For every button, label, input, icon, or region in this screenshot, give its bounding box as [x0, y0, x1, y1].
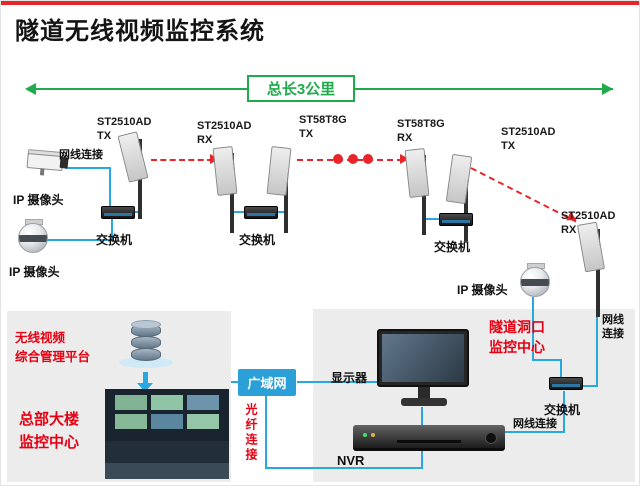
room-screen: [151, 414, 183, 429]
dome-camera-icon: [519, 263, 551, 299]
wireless-bridge-icon: [404, 148, 441, 245]
monitor-icon: [377, 329, 469, 407]
bridge-label: ST2510AD TX: [97, 115, 151, 144]
net-cable-label: 网线连接: [513, 418, 557, 430]
total-length-badge: 总长3公里: [247, 75, 355, 102]
net-cable-label: 网线连接: [59, 149, 103, 161]
wireless-link-arrow-icon: [400, 154, 409, 164]
bridge-label: ST2510AD RX: [561, 209, 615, 238]
wan-box: 广域网: [238, 369, 296, 396]
bridge-label: ST58T8G RX: [397, 117, 445, 146]
wireless-bridge-icon: [576, 221, 615, 319]
cable-line: [421, 407, 423, 425]
bridge-role: TX: [299, 128, 314, 141]
wireless-bridge-icon: [266, 146, 303, 243]
bridge-role: RX: [561, 224, 577, 237]
bridge-model: ST2510AD: [501, 126, 556, 138]
switch-icon: [549, 377, 583, 390]
cable-line: [505, 431, 565, 433]
ip-camera-label: IP 摄像头: [9, 265, 60, 279]
wireless-bridge-icon: [117, 131, 157, 229]
bridge-label: ST58T8G TX: [299, 113, 347, 142]
bridge-role: RX: [397, 132, 413, 145]
bridge-model: ST2510AD: [197, 120, 252, 132]
platform-label: 无线视频 综合管理平台: [15, 331, 91, 365]
wireless-bridge-icon: [212, 146, 249, 243]
down-arrow-icon: [143, 372, 148, 383]
link-continuation-dot: [363, 154, 373, 164]
monitor-label: 显示器: [331, 371, 368, 385]
cable-line: [111, 219, 113, 241]
cable-line: [583, 385, 598, 387]
bridge-role: TX: [97, 130, 112, 143]
hq-center-label: 总部大楼 监控中心: [19, 411, 80, 451]
fiber-line: [421, 451, 423, 469]
cable-line: [47, 239, 113, 241]
cable-line: [109, 167, 111, 208]
cable-line: [231, 381, 239, 383]
bridge-model: ST58T8G: [397, 118, 445, 130]
link-continuation-dot: [348, 154, 358, 164]
bridge-label: ST2510AD RX: [197, 119, 251, 148]
hq-control-room-photo: [105, 389, 229, 479]
switch-icon: [439, 213, 473, 226]
switch-icon: [101, 206, 135, 219]
fiber-line: [265, 396, 267, 469]
link-continuation-dot: [333, 154, 343, 164]
bridge-role: RX: [197, 134, 213, 147]
cable-line: [65, 167, 111, 169]
room-screen: [115, 414, 147, 429]
bridge-role: TX: [501, 140, 516, 153]
cable-line: [297, 381, 379, 383]
wireless-bridge-icon: [445, 153, 483, 251]
switch-icon: [244, 206, 278, 219]
tunnel-panel-background: [313, 309, 635, 482]
bridge-label: ST2510AD TX: [501, 125, 555, 154]
fiber-line: [265, 467, 423, 469]
cable-line: [560, 359, 562, 379]
fiber-cable-label: 光纤连接: [244, 403, 258, 463]
top-red-rule: [1, 1, 639, 5]
ip-camera-label: IP 摄像头: [13, 193, 64, 207]
cable-line: [233, 211, 245, 213]
cable-line: [596, 315, 598, 387]
ip-camera-label: IP 摄像头: [457, 283, 508, 297]
platform-server-icon: [119, 315, 173, 371]
net-cable-label: 网线 连接: [602, 314, 624, 341]
bridge-model: ST2510AD: [561, 210, 616, 222]
switch-label: 交换机: [96, 233, 133, 247]
measure-arrow-left-icon: [25, 83, 36, 95]
cable-line: [425, 218, 439, 220]
room-screen: [151, 395, 183, 410]
page-title: 隧道无线视频监控系统: [15, 18, 265, 45]
measure-arrow-right-icon: [602, 83, 613, 95]
room-screen: [115, 395, 147, 410]
bridge-model: ST58T8G: [299, 114, 347, 126]
cable-line: [532, 297, 534, 361]
bridge-model: ST2510AD: [97, 116, 152, 128]
tunnel-center-label: 隧道洞口 监控中心: [489, 319, 545, 356]
dome-camera-icon: [17, 219, 49, 255]
cable-line: [278, 211, 286, 213]
cable-line: [563, 391, 565, 433]
switch-label: 交换机: [239, 233, 276, 247]
nvr-label: NVR: [337, 453, 365, 468]
switch-label: 交换机: [434, 240, 471, 254]
cable-line: [532, 359, 562, 361]
nvr-icon: [353, 425, 505, 451]
switch-label: 交换机: [544, 403, 581, 417]
wireless-link-line: [151, 159, 213, 161]
down-arrow-icon: [137, 383, 153, 392]
room-screen: [187, 414, 219, 429]
room-screen: [187, 395, 219, 410]
